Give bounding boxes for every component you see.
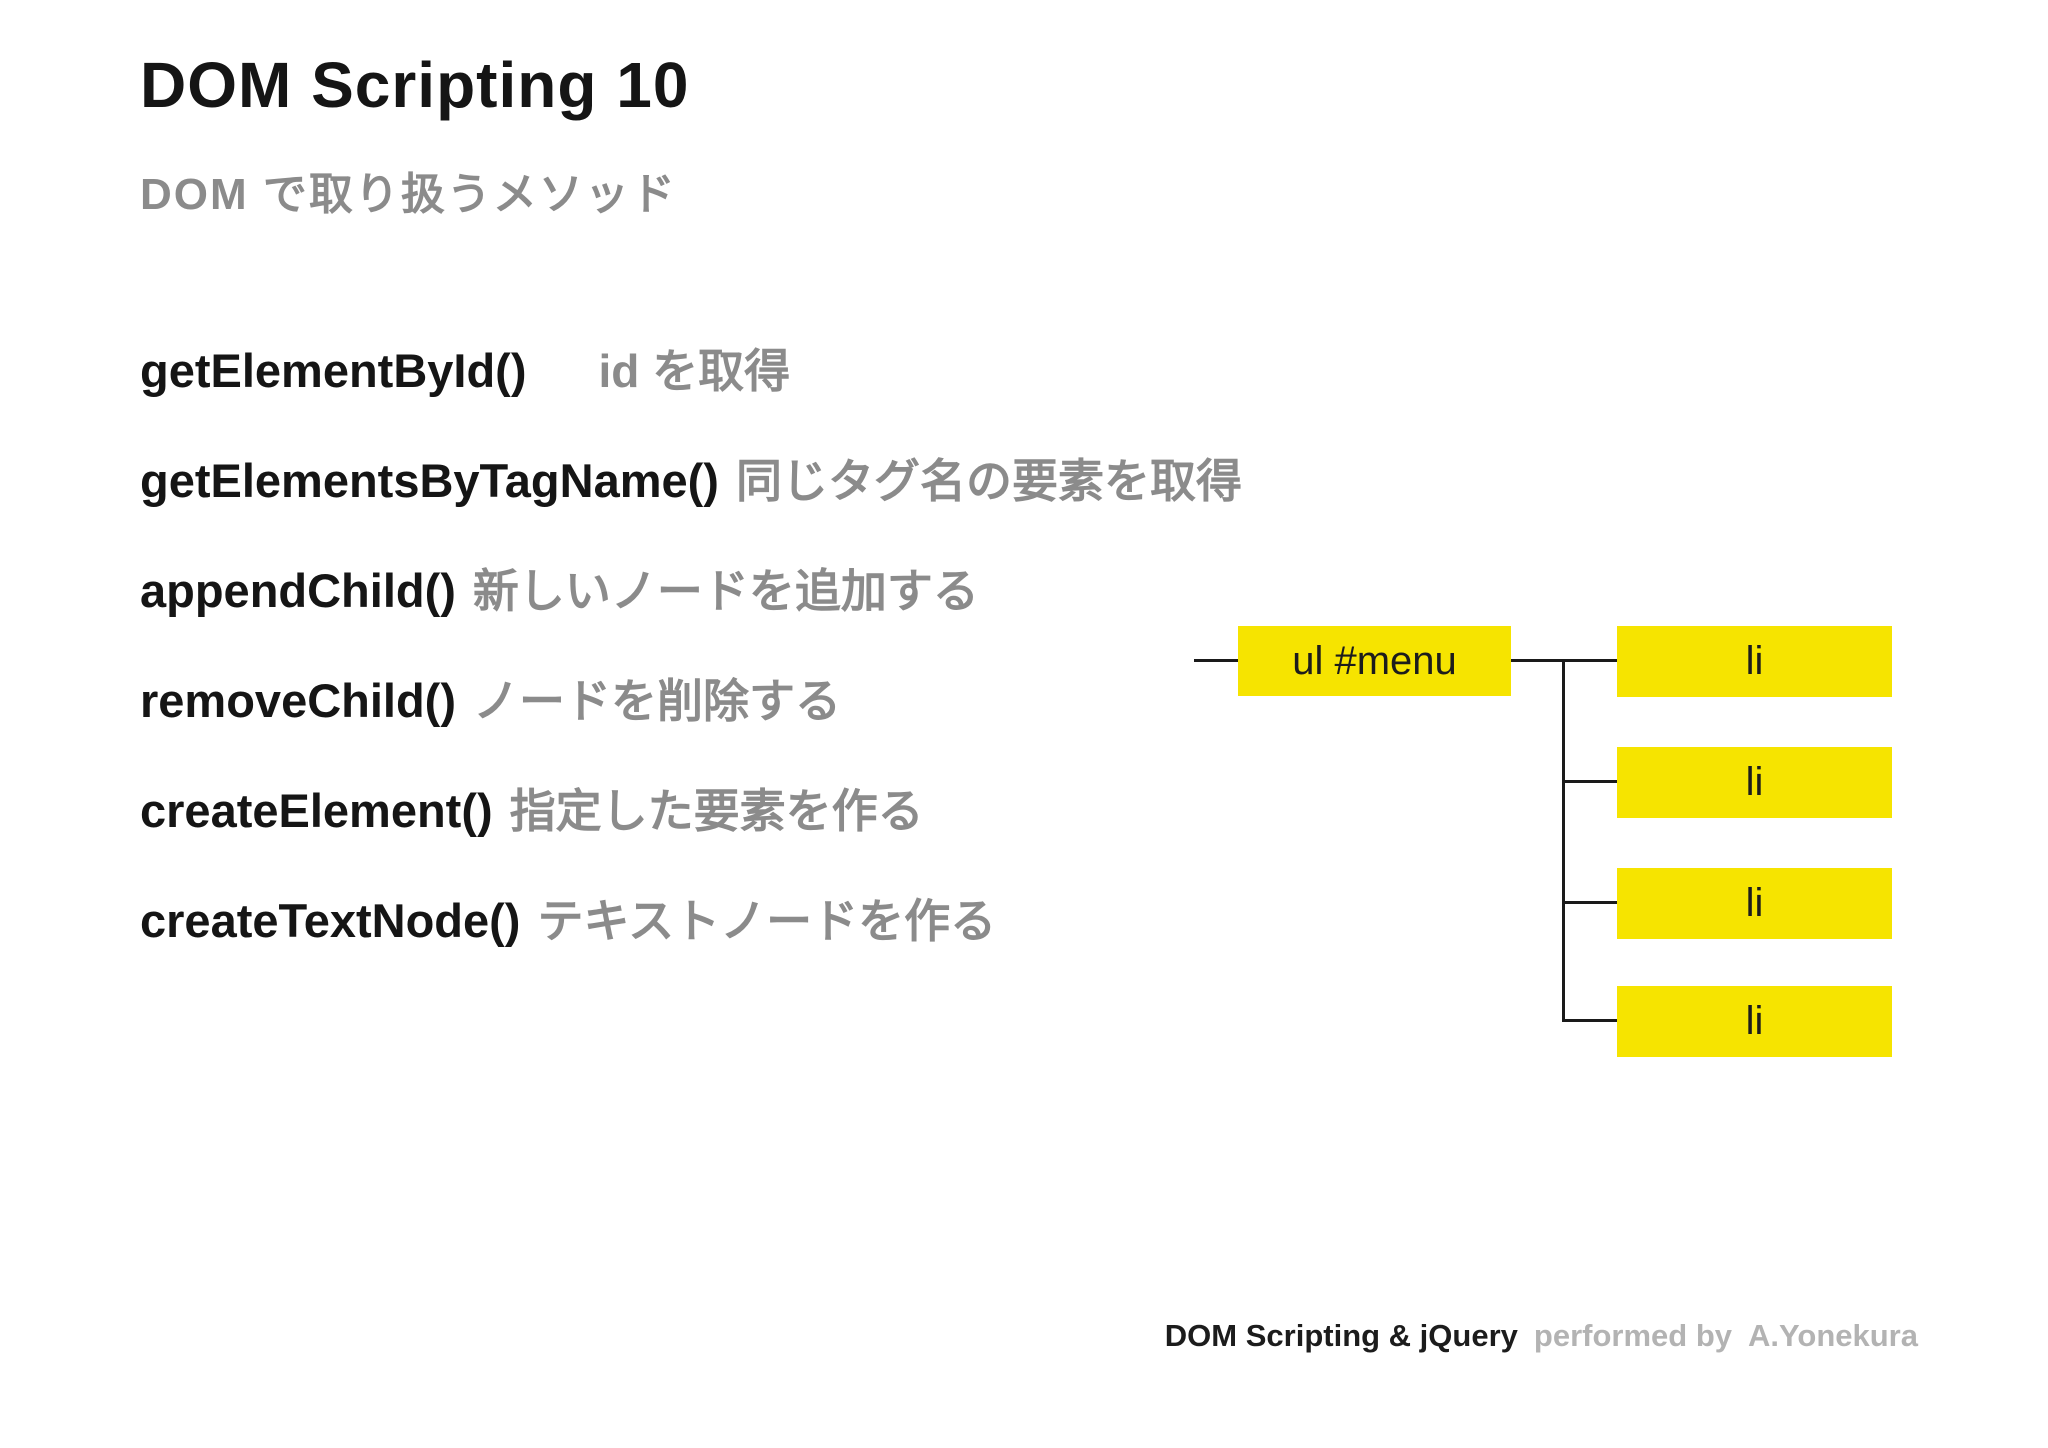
footer-author: A.Yonekura <box>1748 1318 1918 1353</box>
method-description: 新しいノードを追加する <box>472 565 979 617</box>
method-name: getElementById() <box>140 344 527 397</box>
method-list: getElementById() id を取得 getElementsByTagN… <box>140 316 1290 976</box>
connector-line <box>1562 780 1617 783</box>
method-row: removeChild() ノードを削除する <box>140 646 1290 756</box>
li-node: li <box>1617 626 1892 697</box>
page-title: DOM Scripting 10 <box>140 49 690 121</box>
connector-line <box>1562 901 1617 904</box>
method-description: ノードを削除する <box>473 675 841 727</box>
method-name: createElement() <box>140 784 493 837</box>
method-description: id を取得 <box>598 345 791 397</box>
method-name: appendChild() <box>140 564 456 617</box>
method-name: removeChild() <box>140 674 456 727</box>
method-row: appendChild() 新しいノードを追加する <box>140 536 1290 646</box>
method-description: 指定した要素を作る <box>509 785 924 837</box>
li-node: li <box>1617 986 1892 1057</box>
method-description: 同じタグ名の要素を取得 <box>735 455 1242 507</box>
ul-menu-node: ul #menu <box>1238 626 1511 696</box>
connector-line <box>1562 1019 1617 1022</box>
method-description: テキストノードを作る <box>537 895 997 947</box>
connector-line <box>1194 659 1238 662</box>
footer-credit: performed by <box>1533 1318 1733 1353</box>
method-name: getElementsByTagName() <box>140 454 719 507</box>
li-node: li <box>1617 747 1892 818</box>
method-row: getElementsByTagName() 同じタグ名の要素を取得 <box>140 426 1290 536</box>
li-node: li <box>1617 868 1892 939</box>
connector-line <box>1562 659 1565 1022</box>
footer: DOM Scripting & jQuery performed by A.Yone… <box>1165 1318 1918 1354</box>
method-row: createElement() 指定した要素を作る <box>140 756 1290 866</box>
method-name: createTextNode() <box>140 894 521 947</box>
page-subtitle: DOM で取り扱うメソッド <box>140 170 677 219</box>
footer-product: DOM Scripting & jQuery <box>1164 1318 1518 1353</box>
method-row: createTextNode() テキストノードを作る <box>140 866 1290 976</box>
method-row: getElementById() id を取得 <box>140 316 1290 426</box>
